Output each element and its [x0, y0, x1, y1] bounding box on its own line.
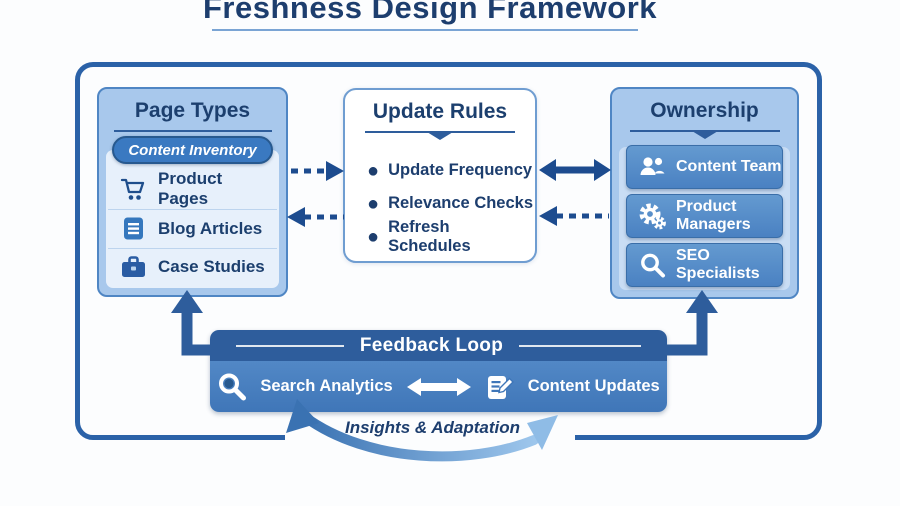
insights-adaptation-label: Insights & Adaptation — [344, 418, 521, 437]
bullet-item: ● Refresh Schedules — [367, 217, 535, 255]
panel-update-rules: Update Rules ● Update Frequency ● Releva… — [343, 88, 537, 263]
list-item-label: Case Studies — [158, 257, 265, 277]
bullet-item: ● Relevance Checks — [367, 187, 535, 220]
ownership-title: Ownership — [650, 99, 759, 122]
list-item-label: Blog Articles — [158, 218, 263, 238]
decorative-line — [235, 344, 344, 347]
content-updates-label: Content Updates — [527, 377, 660, 395]
magnifier-icon — [641, 253, 665, 278]
document-icon — [124, 217, 143, 240]
feedback-loop-header: Feedback Loop — [210, 330, 667, 361]
seo-specialists-button[interactable]: SEO Specialists — [626, 243, 783, 287]
content-updates-icon — [487, 375, 514, 399]
search-analytics-icon — [219, 373, 247, 400]
bullet-icon: ● — [367, 225, 380, 248]
people-icon — [640, 157, 665, 175]
feedback-loop-bar: Feedback Loop Search Analytics Content U… — [210, 330, 667, 412]
page-types-title: Page Types — [134, 99, 251, 122]
content-team-button[interactable]: Content Team — [626, 145, 783, 189]
panel-page-types: Page Types Content Inventory Product Pag… — [97, 87, 288, 297]
owner-label: SEO Specialists — [676, 247, 760, 282]
bullet-icon: ● — [367, 159, 380, 182]
bullet-icon: ● — [367, 192, 380, 215]
list-item-case-studies[interactable]: Case Studies — [108, 247, 277, 287]
page-types-rule — [113, 130, 272, 132]
cart-icon — [120, 178, 145, 200]
owner-label: Content Team — [676, 158, 782, 175]
gears-icon — [639, 203, 666, 230]
bullet-label: Update Frequency — [388, 161, 533, 179]
feedback-loop-title: Feedback Loop — [359, 334, 504, 356]
update-rules-list: ● Update Frequency ● Relevance Checks ● … — [345, 154, 535, 255]
owner-label: Product Managers — [676, 198, 751, 233]
list-item-blog-articles[interactable]: Blog Articles — [108, 209, 277, 248]
search-analytics-label: Search Analytics — [260, 377, 393, 395]
page-types-list: Product Pages Blog Articles Case Studies — [108, 169, 277, 286]
panel-ownership: Ownership Content Team Product Managers … — [610, 87, 799, 299]
list-item-product-pages[interactable]: Product Pages — [108, 169, 277, 209]
double-arrow-icon — [406, 377, 471, 396]
chevron-down-icon — [427, 132, 453, 140]
bullet-label: Refresh Schedules — [388, 217, 471, 255]
decorative-line — [519, 344, 642, 347]
bullet-item: ● Update Frequency — [367, 154, 535, 187]
briefcase-icon — [122, 255, 145, 277]
feedback-loop-body: Search Analytics Content Updates — [210, 361, 667, 412]
page-title: Freshness Design Framework — [202, 0, 658, 25]
title-underline — [212, 29, 638, 31]
product-managers-button[interactable]: Product Managers — [626, 194, 783, 238]
bullet-label: Relevance Checks — [388, 194, 534, 212]
list-item-label: Product Pages — [158, 169, 223, 208]
update-rules-title: Update Rules — [372, 100, 508, 123]
chevron-down-icon — [691, 131, 718, 139]
content-inventory-badge[interactable]: Content Inventory — [112, 136, 273, 164]
